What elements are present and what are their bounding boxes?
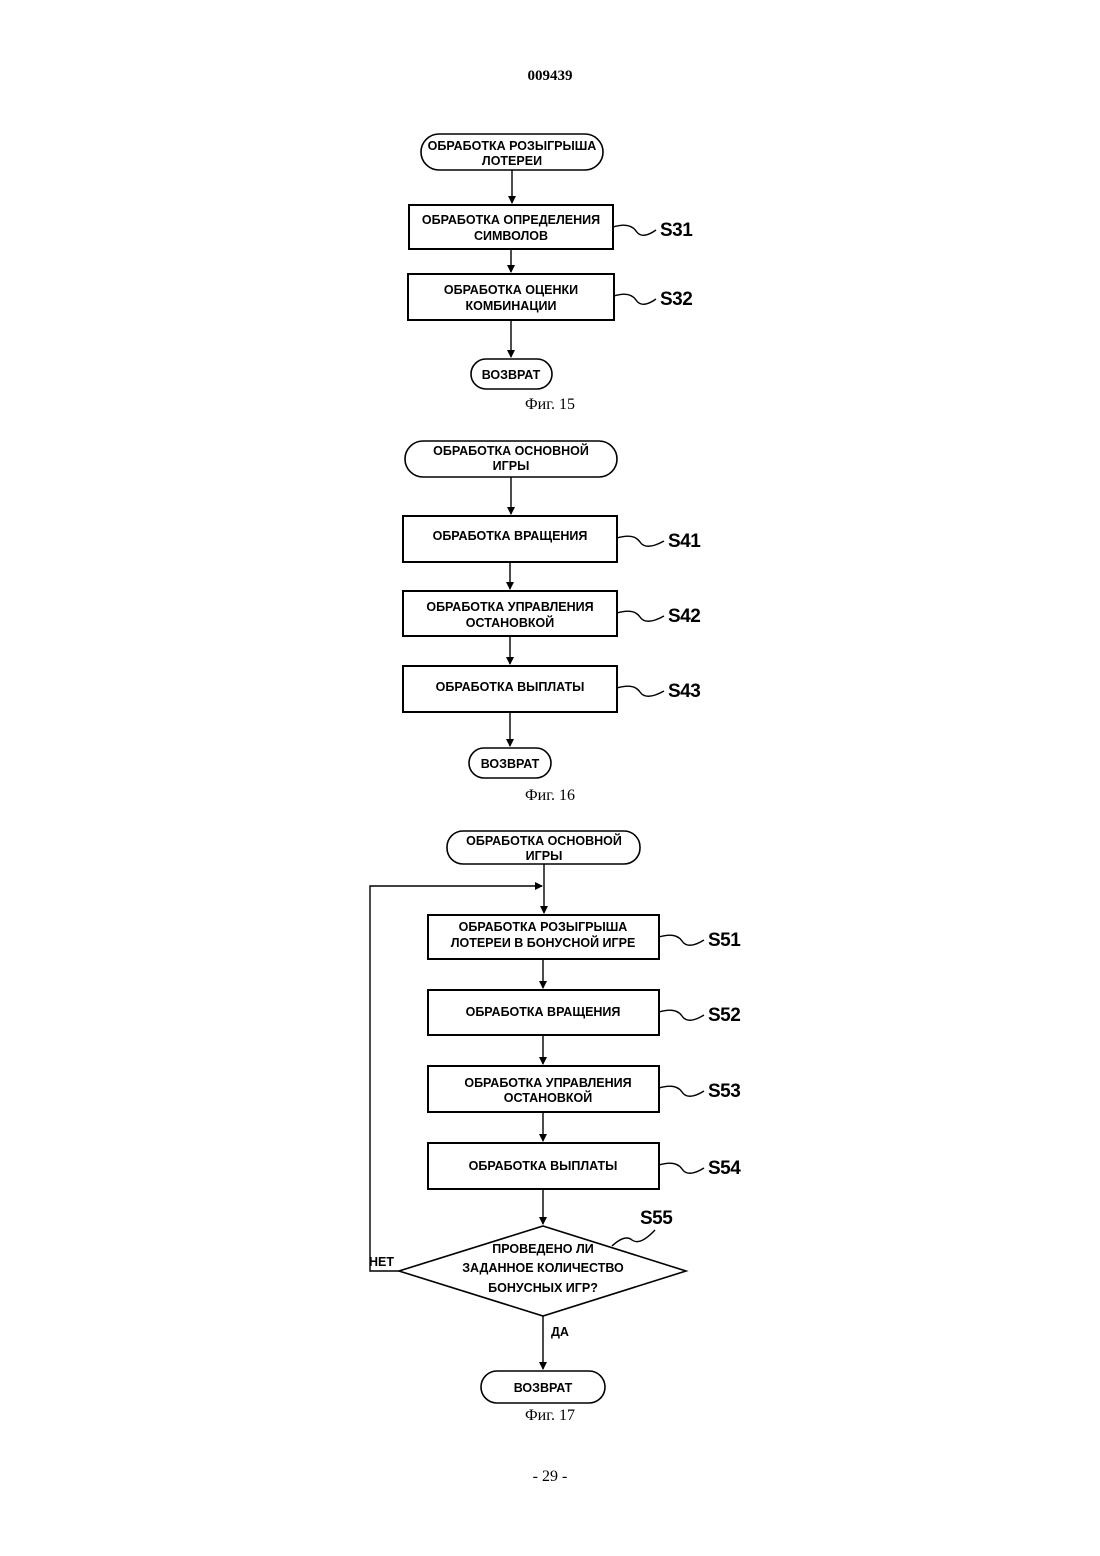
fig15-step-s32-box bbox=[408, 274, 614, 320]
fig15-start-text-1: ОБРАБОТКА РОЗЫГРЫША bbox=[428, 139, 597, 153]
fig17-s54-leader bbox=[659, 1163, 704, 1173]
fig17-step-s54-text-1: ОБРАБОТКА ВЫПЛАТЫ bbox=[469, 1159, 618, 1173]
fig17-step-s54-label: S54 bbox=[708, 1158, 741, 1179]
fig17-s51-leader bbox=[659, 935, 704, 945]
fig17-s52-leader bbox=[659, 1010, 704, 1020]
fig16-caption: Фиг. 16 bbox=[0, 787, 1100, 805]
fig16-step-s41-text-1: ОБРАБОТКА ВРАЩЕНИЯ bbox=[433, 529, 588, 543]
fig16-s41-leader bbox=[617, 536, 664, 546]
fig15-step-s32-text-1: ОБРАБОТКА ОЦЕНКИ bbox=[444, 283, 578, 297]
figure-17: ОБРАБОТКА ОСНОВНОЙ ИГРЫ ОБРАБОТКА РОЗЫГР… bbox=[369, 831, 741, 1403]
fig15-step-s31-text-2: СИМВОЛОВ bbox=[474, 229, 548, 243]
fig17-step-s51-text-1: ОБРАБОТКА РОЗЫГРЫША bbox=[459, 920, 628, 934]
fig17-step-s51-label: S51 bbox=[708, 930, 741, 951]
fig15-step-s32-label: S32 bbox=[660, 289, 692, 310]
fig15-caption: Фиг. 15 bbox=[0, 396, 1100, 414]
fig17-caption: Фиг. 17 bbox=[0, 1407, 1100, 1425]
fig17-decision-text-3: БОНУСНЫХ ИГР? bbox=[488, 1281, 598, 1295]
fig15-start-text-2: ЛОТЕРЕИ bbox=[482, 154, 542, 168]
fig17-decision-text-2: ЗАДАННОЕ КОЛИЧЕСТВО bbox=[462, 1261, 624, 1275]
fig15-s31-leader bbox=[613, 225, 656, 235]
figure-16: ОБРАБОТКА ОСНОВНОЙ ИГРЫ ОБРАБОТКА ВРАЩЕН… bbox=[403, 441, 701, 778]
fig15-end-text: ВОЗВРАТ bbox=[482, 368, 541, 382]
fig17-step-s53-text-2: ОСТАНОВКОЙ bbox=[504, 1090, 592, 1105]
figure-15: ОБРАБОТКА РОЗЫГРЫША ЛОТЕРЕИ ОБРАБОТКА ОП… bbox=[408, 134, 693, 389]
fig16-step-s43-label: S43 bbox=[668, 681, 700, 702]
fig16-step-s41-label: S41 bbox=[668, 531, 701, 552]
fig17-no-label: НЕТ bbox=[369, 1255, 394, 1269]
fig17-start-text-1: ОБРАБОТКА ОСНОВНОЙ bbox=[466, 833, 622, 848]
fig16-s43-leader bbox=[617, 686, 664, 696]
fig17-start-text-2: ИГРЫ bbox=[526, 849, 563, 863]
fig15-s32-leader bbox=[614, 294, 656, 304]
fig17-step-s53-text-1: ОБРАБОТКА УПРАВЛЕНИЯ bbox=[464, 1076, 631, 1090]
fig16-step-s43-text-1: ОБРАБОТКА ВЫПЛАТЫ bbox=[436, 680, 585, 694]
fig16-step-s42-label: S42 bbox=[668, 606, 700, 627]
fig17-decision-label: S55 bbox=[640, 1208, 673, 1229]
fig17-decision-text-1: ПРОВЕДЕНО ЛИ bbox=[492, 1242, 593, 1256]
fig17-s55-leader bbox=[612, 1230, 655, 1246]
fig16-step-s42-text-2: ОСТАНОВКОЙ bbox=[466, 615, 554, 630]
fig15-step-s32-text-2: КОМБИНАЦИИ bbox=[466, 299, 557, 313]
page-number: - 29 - bbox=[0, 1468, 1100, 1486]
fig15-step-s31-text-1: ОБРАБОТКА ОПРЕДЕЛЕНИЯ bbox=[422, 213, 600, 227]
fig17-step-s52-label: S52 bbox=[708, 1005, 740, 1026]
fig16-end-text: ВОЗВРАТ bbox=[481, 757, 540, 771]
fig16-s42-leader bbox=[617, 611, 664, 621]
fig15-step-s31-label: S31 bbox=[660, 220, 693, 241]
fig16-step-s42-text-1: ОБРАБОТКА УПРАВЛЕНИЯ bbox=[426, 600, 593, 614]
fig17-step-s51-text-2: ЛОТЕРЕИ В БОНУСНОЙ ИГРЕ bbox=[451, 935, 636, 950]
fig16-start-text-2: ИГРЫ bbox=[493, 459, 530, 473]
fig17-step-s52-text-1: ОБРАБОТКА ВРАЩЕНИЯ bbox=[466, 1005, 621, 1019]
fig17-end-text: ВОЗВРАТ bbox=[514, 1381, 573, 1395]
fig17-yes-label: ДА bbox=[551, 1325, 569, 1339]
fig17-step-s53-label: S53 bbox=[708, 1081, 740, 1102]
fig17-s53-leader bbox=[659, 1086, 704, 1096]
fig16-start-text-1: ОБРАБОТКА ОСНОВНОЙ bbox=[433, 443, 589, 458]
